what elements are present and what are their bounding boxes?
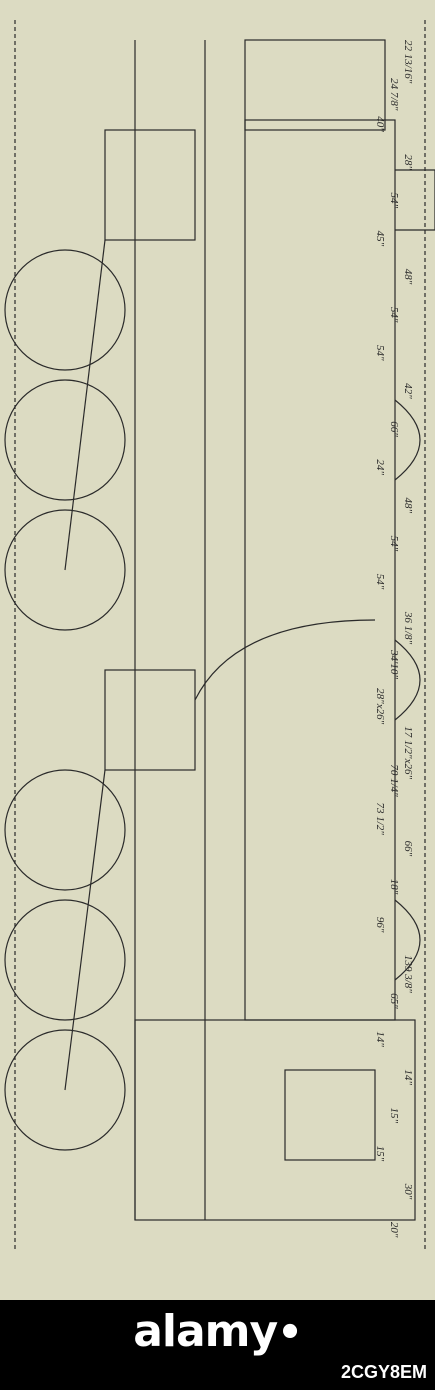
- dimension-label: 66": [402, 841, 414, 857]
- dimension-label: 28": [402, 154, 414, 170]
- dimension-label: 15": [388, 1108, 400, 1124]
- main-rod: [64, 239, 106, 571]
- drawing-canvas: 22 13/16"24 7/8"40" 28" 54" 45" 48" 54" 54" 42"…: [4, 20, 435, 1250]
- dimension-label: 54": [388, 193, 400, 209]
- dimension-label: 54": [374, 345, 386, 361]
- dimension-label: 54": [388, 536, 400, 552]
- dimension-label: 73 1/2": [374, 803, 386, 836]
- brand-logo: alamy•: [0, 1306, 435, 1357]
- dimension-label: 40": [374, 116, 386, 132]
- dimension-label: 48": [402, 498, 414, 514]
- cab-window: [284, 1069, 376, 1161]
- dimension-label: 24 7/8": [388, 78, 400, 111]
- image-id: 2CGY8EM: [340, 1362, 427, 1382]
- driving-wheel: [4, 1029, 126, 1151]
- brand-dot: •: [277, 1310, 303, 1356]
- dimension-label: 34'10": [388, 649, 400, 679]
- dimension-label: 54": [374, 574, 386, 590]
- dimension-label: 18": [388, 879, 400, 895]
- driving-wheel: [4, 249, 126, 371]
- dimension-label: 30": [402, 1183, 414, 1200]
- smokebox: [244, 39, 386, 131]
- dimension-label: 139 3/8": [402, 955, 414, 993]
- sand-dome: [394, 639, 421, 721]
- dimension-labels: 22 13/16"24 7/8"40" 28" 54" 45" 48" 54" 54" 42"…: [374, 40, 414, 1238]
- steam-pipe: [194, 619, 376, 701]
- steam-dome: [394, 399, 421, 481]
- boiler-outline: [244, 119, 396, 1021]
- rear-dome: [394, 899, 421, 981]
- watermark-footer: alamy• 2CGY8EM: [0, 1300, 435, 1390]
- lp-cylinder: [104, 669, 196, 771]
- driving-wheel: [4, 379, 126, 501]
- dimension-label: 45": [374, 231, 386, 247]
- dimension-label: 28"x26": [374, 688, 386, 725]
- dimension-label: 14": [374, 1031, 386, 1047]
- locomotive-elevation-drawing: 22 13/16"24 7/8"40" 28" 54" 45" 48" 54" 54" 42"…: [4, 20, 435, 1250]
- main-rod: [64, 769, 106, 1091]
- dimension-label: 36 1/8": [402, 611, 414, 645]
- hp-cylinder: [104, 129, 196, 241]
- dimension-label: 14": [402, 1069, 414, 1085]
- dimension-label: 42": [402, 383, 414, 399]
- dimension-label: 48": [402, 269, 414, 285]
- brand-text: alamy: [133, 1306, 278, 1357]
- driving-wheel: [4, 899, 126, 1021]
- driving-wheel: [4, 509, 126, 631]
- dimension-label: 54": [388, 307, 400, 323]
- dimension-label: 22 13/16": [402, 40, 414, 84]
- dimension-label: 96": [374, 917, 386, 933]
- dimension-label: 20": [388, 1222, 400, 1238]
- dimension-label: 70 1/4": [388, 764, 400, 797]
- dimension-label: 17 1/2"x26": [402, 726, 414, 779]
- driving-wheel: [4, 769, 126, 891]
- cab-outline: [134, 1019, 416, 1221]
- smokestack: [395, 169, 435, 231]
- dimension-label: 65": [388, 993, 400, 1009]
- dimension-label: 24": [374, 459, 386, 475]
- dimension-label: 66": [388, 421, 400, 437]
- dimension-label: 15": [374, 1146, 386, 1162]
